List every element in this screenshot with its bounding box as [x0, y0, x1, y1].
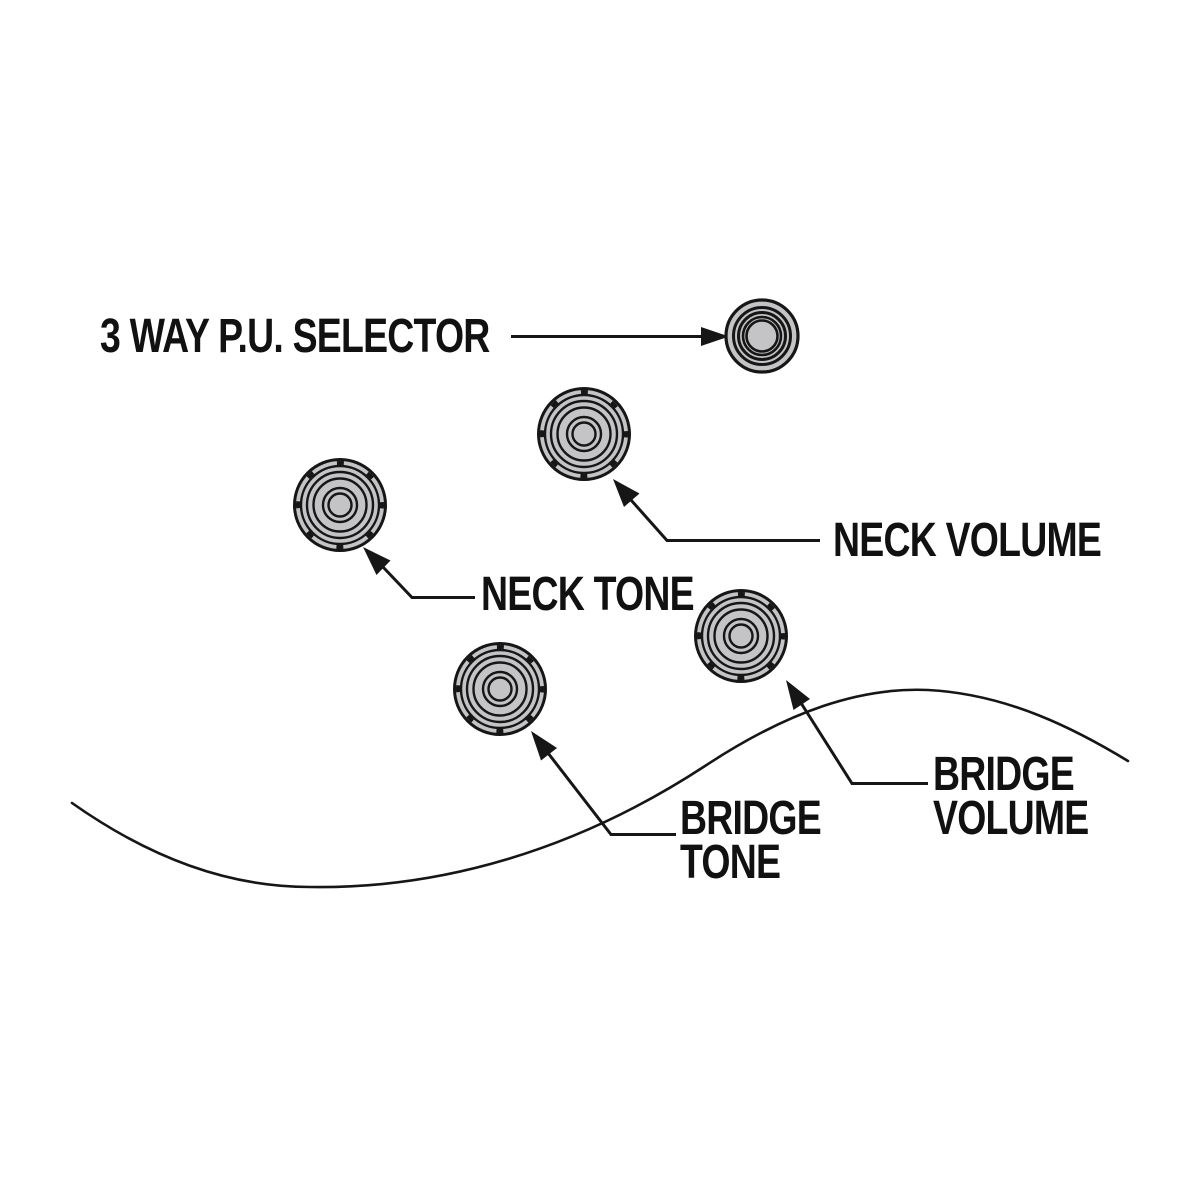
leader-line — [629, 499, 820, 542]
callout-leader-bridge-tone — [531, 731, 676, 836]
label-neck-volume: NECK VOLUME — [833, 514, 1102, 567]
guitar-body-outline — [70, 688, 1130, 889]
label-bridge-volume-line2: VOLUME — [933, 792, 1089, 845]
callout-leader-bridge-volume — [786, 680, 928, 785]
bridge-volume-knob-icon — [694, 589, 788, 683]
label-bridge-tone: BRIDGE TONE — [680, 792, 822, 889]
callout-leader-neck-volume — [613, 479, 820, 542]
label-bridge-tone-line1: BRIDGE — [680, 792, 822, 845]
label-bridge-volume-line1: BRIDGE — [933, 748, 1075, 801]
neck-tone-knob-icon — [293, 458, 387, 552]
arrowhead-icon — [701, 327, 729, 346]
leader-line — [546, 752, 676, 836]
label-bridge-volume: BRIDGE VOLUME — [933, 748, 1089, 845]
neck-volume-knob-icon — [537, 387, 631, 481]
label-pickup-selector: 3 WAY P.U. SELECTOR — [100, 310, 490, 363]
arrowhead-icon — [363, 547, 391, 575]
callout-leader-pickup-selector — [511, 327, 729, 346]
arrowhead-icon — [613, 479, 640, 507]
pickup-selector-knob-icon — [724, 298, 800, 374]
callout-leader-neck-tone — [363, 547, 475, 599]
bridge-tone-knob-icon — [453, 642, 547, 736]
label-neck-tone: NECK TONE — [481, 568, 695, 621]
leader-line — [799, 702, 928, 785]
arrowhead-icon — [786, 680, 810, 710]
arrowhead-icon — [531, 731, 557, 761]
leader-line — [381, 565, 475, 599]
label-bridge-tone-line2: TONE — [680, 836, 781, 889]
